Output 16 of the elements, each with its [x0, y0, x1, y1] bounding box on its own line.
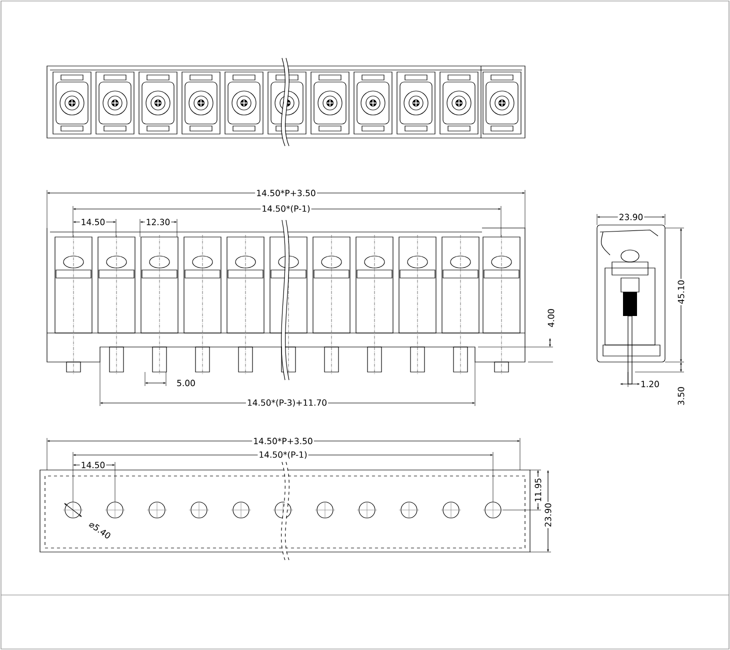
dimension-label: 14.50 — [80, 218, 106, 226]
dimension-label: 23.90 — [544, 502, 552, 528]
dimension-label: 14.50*P+3.50 — [255, 188, 317, 198]
dimension-label: 14.50*(P-1) — [258, 450, 308, 460]
dimension-label: 3.50 — [676, 386, 686, 406]
dimension-label: 14.50*(P-1) — [260, 204, 312, 214]
dimension-label: 12.30 — [144, 218, 172, 226]
dimension-label: 4.00 — [546, 308, 556, 328]
dimension-label: 14.50*P+3.50 — [252, 436, 314, 446]
dimension-label: 14.50*(P-3)+11.70 — [246, 398, 328, 408]
dimension-label: 45.10 — [676, 278, 686, 306]
dimension-label: 23.90 — [618, 212, 644, 222]
dimension-label: 11.95 — [534, 476, 542, 504]
dimension-label: 1.20 — [640, 380, 660, 388]
dimension-label: 14.50 — [80, 460, 106, 470]
dimension-label: 5.00 — [176, 378, 196, 388]
